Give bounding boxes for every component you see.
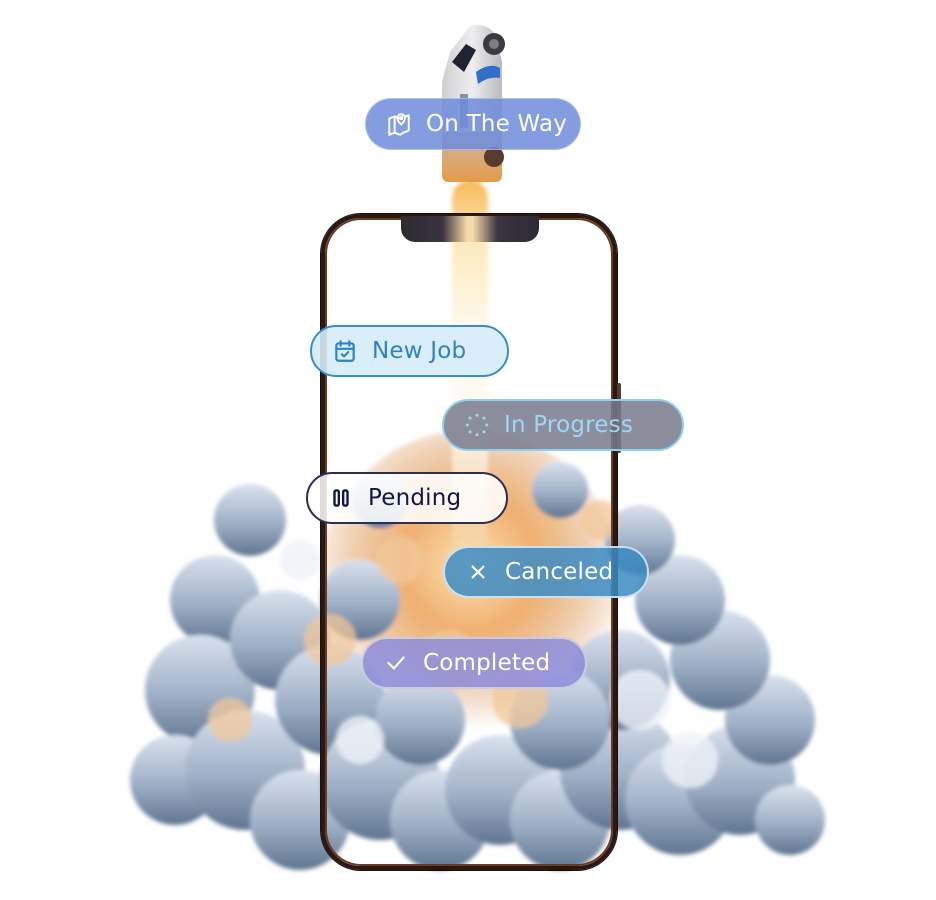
badge-label: Pending [368, 485, 462, 511]
badge-label: New Job [372, 338, 467, 364]
status-badge-on-the-way[interactable]: On The Way [365, 98, 581, 150]
pause-icon [328, 485, 354, 511]
calendar-check-icon [332, 338, 358, 364]
badge-label: Completed [423, 650, 551, 676]
status-badge-canceled[interactable]: Canceled [443, 546, 649, 598]
status-badge-new-job[interactable]: New Job [310, 325, 509, 377]
badge-label: Canceled [505, 559, 614, 585]
status-badge-completed[interactable]: Completed [361, 637, 587, 689]
status-badge-pending[interactable]: Pending [306, 472, 508, 524]
loading-spinner-icon [464, 412, 490, 438]
badge-label: On The Way [426, 111, 568, 137]
check-icon [383, 650, 409, 676]
phone-mockup [321, 214, 621, 870]
status-badge-in-progress[interactable]: In Progress [442, 399, 684, 451]
badge-label: In Progress [504, 412, 634, 438]
phone-notch [401, 216, 539, 242]
map-pin-icon [386, 111, 412, 137]
close-icon [465, 559, 491, 585]
